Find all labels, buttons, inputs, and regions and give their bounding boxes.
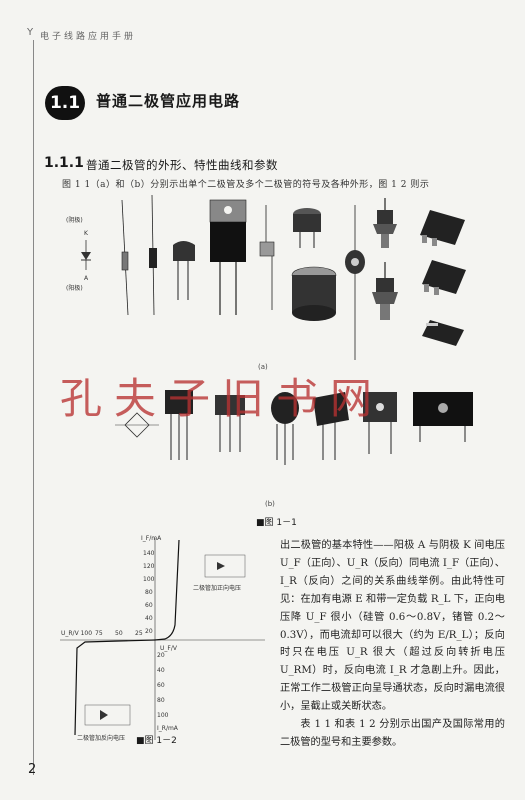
- reverse-circuit-icon: [84, 704, 131, 726]
- reverse-curve: [74, 639, 156, 736]
- body-paragraph-2: 表 1 1 和表 1 2 分别示出国产及国际常用的二极管的型号和主要参数。: [280, 719, 505, 748]
- subsection-title: 普通二极管的外形、特性曲线和参数: [86, 158, 278, 172]
- y-tick-140: 140: [143, 550, 155, 557]
- section-number-badge: 1.1: [45, 86, 85, 120]
- bridge-symbol-icon: [115, 412, 159, 438]
- bridge-module-icon: [413, 392, 473, 442]
- figure-1b-bridge-packages: [115, 390, 473, 465]
- section-title: 普通二极管应用电路: [96, 92, 241, 110]
- x-pos-axis-label: U_F/V: [160, 645, 178, 652]
- to92-diode-icon: [173, 241, 195, 300]
- subsection-number: 1.1.1: [44, 155, 84, 171]
- page-number: 2: [28, 762, 37, 777]
- forward-circuit-icon: [204, 554, 246, 578]
- to220-diode-icon: [209, 199, 247, 315]
- figure-1-sub-a: (a): [258, 363, 268, 371]
- y-neg-tick-80: 80: [157, 697, 165, 704]
- y-tick-80: 80: [145, 589, 153, 596]
- watermark: 孔夫子旧书网: [60, 374, 385, 423]
- forward-curve: [154, 539, 180, 641]
- figure-2-iv-curve: I_F/mA 140 120 100 80 60 40 20 U_R/V 100…: [60, 535, 265, 742]
- y-tick-100: 100: [143, 576, 155, 583]
- axial-diode-2-icon: [149, 194, 157, 316]
- bridge-rect-1-icon: [165, 390, 193, 460]
- stud-diode-2-icon: [372, 262, 398, 320]
- y-neg-tick-40: 40: [157, 667, 165, 674]
- x-neg-tick-75: 75: [95, 630, 103, 637]
- running-header: 电子线路应用手册: [40, 32, 137, 42]
- glass-bead-diode-icon: [259, 205, 275, 310]
- x-neg-axis-label: U_R/V 100: [61, 630, 92, 637]
- figure-1a-diode-packages: (阴极) K A (阳极): [66, 194, 466, 360]
- bridge-flat-icon: [313, 392, 349, 460]
- smd-diode-1-icon: [420, 210, 465, 246]
- body-text: 出二极管的基本特性——阳极 A 与阴极 K 间电压 U_F（正向）、U_R（反向…: [280, 537, 505, 752]
- intro-line: 图 1 1（a）和（b）分别示出单个二极管及多个二极管的符号及各种外形，图 1 …: [62, 180, 430, 190]
- figure-2-caption: ■图 1－2: [136, 736, 177, 746]
- bridge-rect-2-icon: [215, 395, 245, 452]
- figure-1-caption: ■图 1－1: [256, 518, 297, 528]
- stud-diode-1-icon: [373, 198, 397, 248]
- cylinder-rectifier-icon: [291, 266, 337, 321]
- symbol-cathode-label: (阴极): [66, 216, 83, 224]
- symbol-anode-label: (阳极): [66, 284, 83, 292]
- y-tick-20: 20: [145, 628, 153, 635]
- y-tick-40: 40: [145, 615, 153, 622]
- y-axis-top-label: I_F/mA: [141, 535, 162, 542]
- forward-bias-label: 二极管加正向电压: [193, 584, 241, 592]
- y-neg-tick-100: 100: [157, 712, 169, 719]
- bridge-round-icon: [271, 392, 299, 465]
- diode-symbol-icon: [81, 252, 91, 260]
- axial-power-diode-icon: [345, 205, 365, 360]
- symbol-a: A: [84, 275, 89, 282]
- x-neg-tick-50: 50: [115, 630, 123, 637]
- y-axis-bottom-label: I_R/mA: [157, 725, 179, 732]
- y-tick-120: 120: [143, 563, 155, 570]
- x-neg-tick-25: 25: [135, 630, 143, 637]
- margin-rule: [33, 40, 34, 775]
- smd-diode-3-icon: [422, 320, 464, 346]
- metal-can-diode-icon: [293, 208, 321, 248]
- smd-diode-2-icon: [422, 260, 466, 295]
- header-mark: Y: [27, 27, 34, 38]
- y-tick-60: 60: [145, 602, 153, 609]
- body-paragraph-1: 出二极管的基本特性——阳极 A 与阴极 K 间电压 U_F（正向）、U_R（反向…: [280, 540, 505, 713]
- reverse-bias-label: 二极管加反向电压: [77, 734, 125, 742]
- y-neg-tick-20: 20: [157, 652, 165, 659]
- symbol-k: K: [84, 230, 89, 237]
- bridge-square-icon: [363, 392, 397, 454]
- y-neg-tick-60: 60: [157, 682, 165, 689]
- axial-diode-1-icon: [121, 199, 129, 316]
- figure-1-sub-b: (b): [265, 500, 275, 508]
